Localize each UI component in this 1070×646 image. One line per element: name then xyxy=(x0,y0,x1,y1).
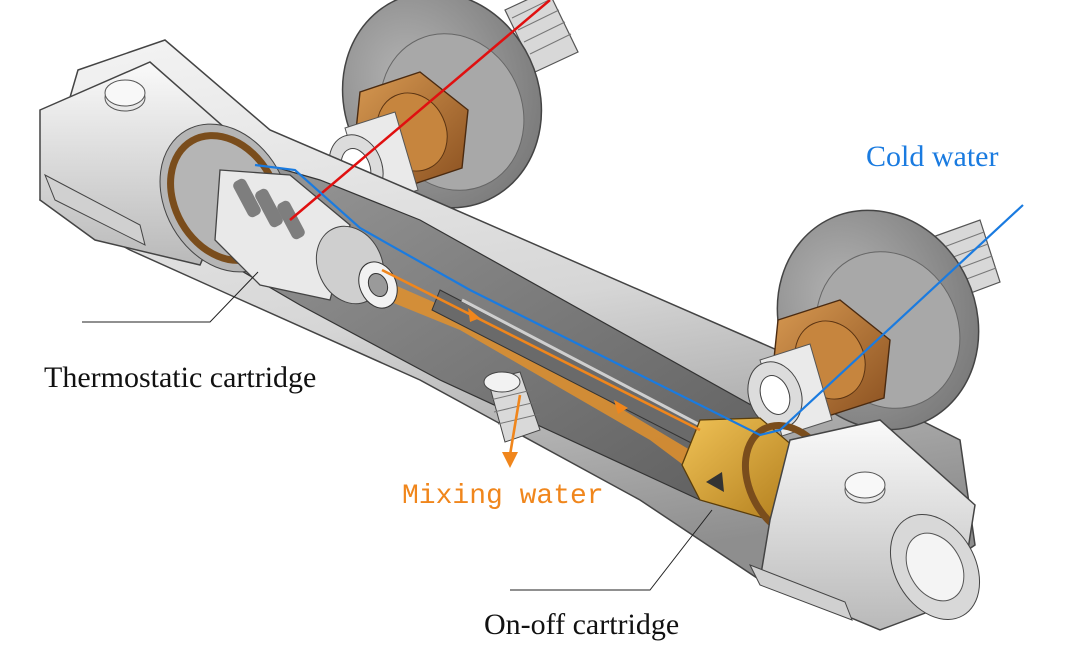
thermostatic-cartridge-label: Thermostatic cartridge xyxy=(44,361,317,394)
hot-water-flow-line xyxy=(289,0,551,221)
thermostatic-cartridge xyxy=(214,169,398,309)
mixing-outlet xyxy=(483,371,541,443)
thermostatic-leader-line xyxy=(82,271,259,323)
cold-water-flow-line xyxy=(254,163,1024,437)
mixing-water-flow-line xyxy=(381,268,701,468)
right-end-cap xyxy=(748,419,981,631)
cold-supply-connector xyxy=(747,209,1001,437)
mixing-water-label: Mixing water xyxy=(402,481,604,512)
cold-water-label: Cold water xyxy=(866,140,999,173)
on-off-leader-line xyxy=(510,509,713,591)
on-off-cartridge-label: On-off cartridge xyxy=(484,608,680,641)
flow-lines xyxy=(254,0,1024,468)
mixing-outlet-arrow xyxy=(502,452,518,468)
